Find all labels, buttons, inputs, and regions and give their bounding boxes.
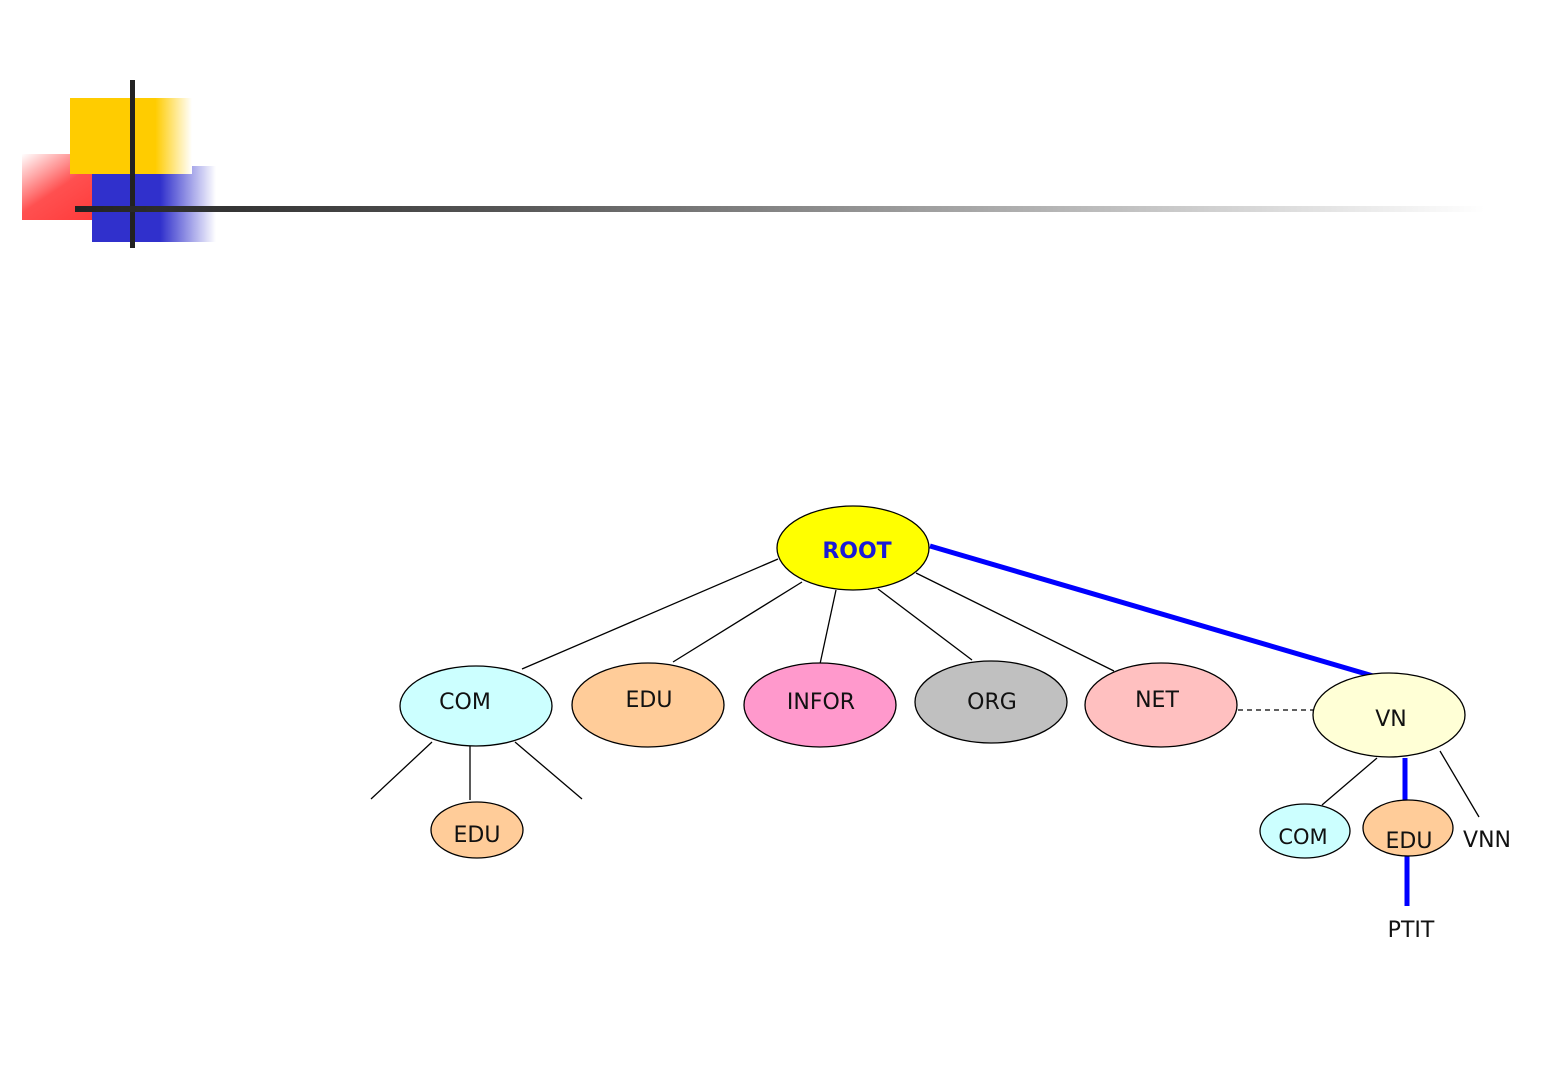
node-vnn-label: VNN — [1463, 828, 1511, 853]
edge-root-com — [522, 559, 778, 669]
node-vn: VN — [1313, 673, 1465, 757]
node-com-label: COM — [439, 690, 491, 715]
blue-square-decoration — [92, 166, 216, 242]
node-vn-edu-label: EDU — [1386, 829, 1433, 854]
slide-header-decoration — [22, 80, 1485, 248]
node-net: NET — [1085, 663, 1237, 747]
node-com-edu: EDU — [431, 802, 523, 858]
node-vn-label: VN — [1375, 707, 1407, 732]
edge-vn-com — [1322, 758, 1377, 805]
node-infor-label: INFOR — [787, 690, 855, 715]
node-net-label: NET — [1135, 688, 1179, 713]
node-vn-edu: EDU — [1363, 800, 1453, 856]
node-root-label: ROOT — [822, 539, 891, 564]
node-org: ORG — [915, 661, 1067, 743]
node-org-label: ORG — [967, 690, 1017, 715]
node-edu-label: EDU — [626, 688, 673, 713]
edge-root-net — [916, 573, 1114, 671]
node-root: ROOT — [777, 506, 929, 590]
node-com: COM — [400, 666, 552, 746]
edge-com-right — [515, 742, 582, 799]
node-edu: EDU — [572, 663, 724, 747]
node-vn-com-label: COM — [1278, 825, 1327, 849]
vertical-bar-decoration — [130, 80, 135, 248]
node-vn-com: COM — [1260, 804, 1350, 858]
edge-root-vn-highlight — [930, 546, 1380, 678]
edge-root-org — [878, 589, 972, 660]
edge-com-left — [371, 742, 432, 799]
node-infor: INFOR — [744, 663, 896, 747]
horizontal-rule-decoration — [75, 206, 1485, 212]
edge-root-infor — [820, 590, 836, 664]
node-ptit-label: PTIT — [1388, 918, 1435, 943]
edge-vn-vnn — [1440, 751, 1479, 817]
tree-nodes: ROOT COM EDU INFOR ORG NET VN EDU — [400, 506, 1511, 943]
edge-root-edu — [673, 582, 802, 662]
node-com-edu-label: EDU — [454, 823, 501, 848]
